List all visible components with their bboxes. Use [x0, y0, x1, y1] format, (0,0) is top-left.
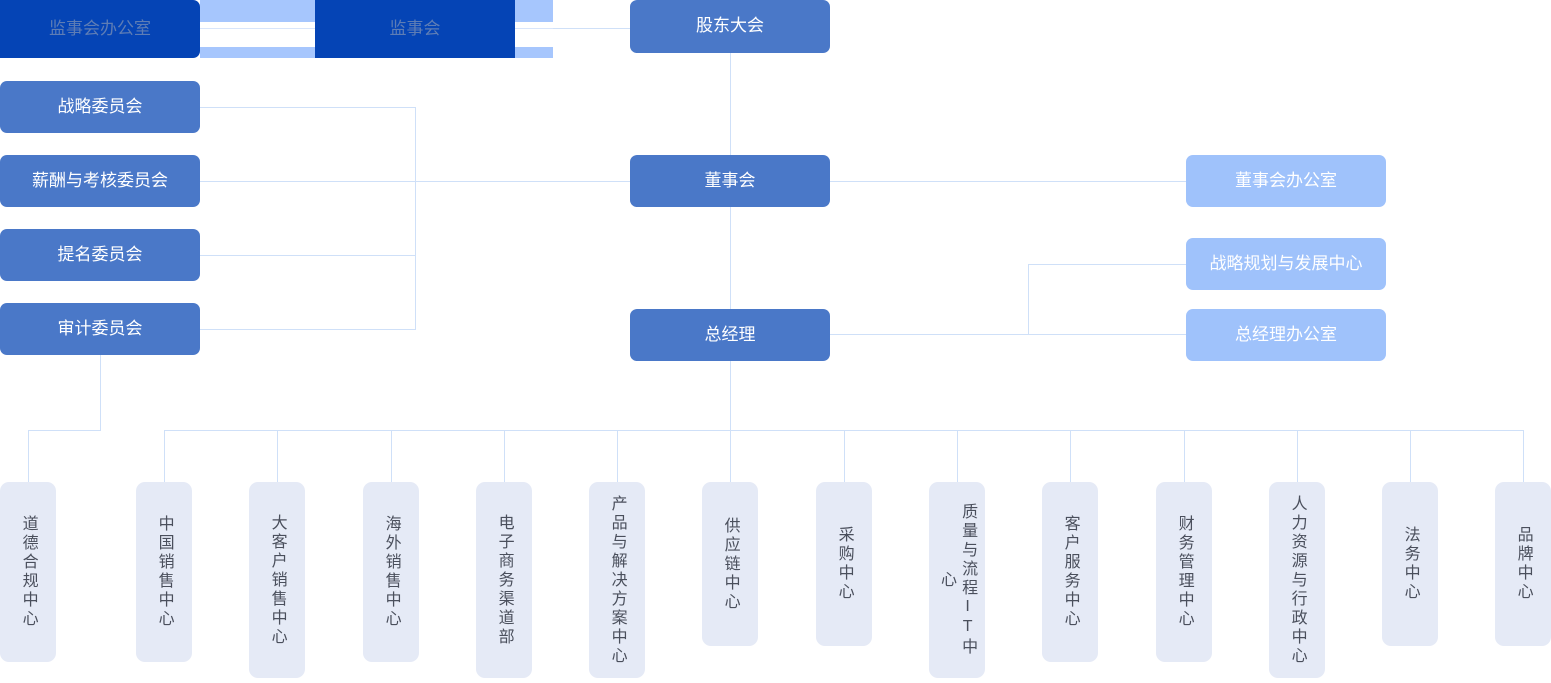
node-supervisory-office[interactable]: 监事会办公室 — [0, 0, 200, 58]
connector-ethics-drop — [28, 430, 29, 482]
node-dept-supply-chain[interactable]: 供应链中心 — [702, 482, 758, 646]
connector-dept-drop — [844, 430, 845, 482]
connector-committee-2 — [200, 181, 416, 182]
connector-dept-drop — [1297, 430, 1298, 482]
connector-shareholders-to-board — [730, 53, 731, 155]
node-strategy-planning-development-center[interactable]: 战略规划与发展中心 — [1186, 238, 1386, 290]
node-dept-ethics-compliance[interactable]: 道德合规中心 — [0, 482, 56, 662]
node-dept-ecommerce-channel[interactable]: 电子商务渠道部 — [476, 482, 532, 678]
node-dept-key-account-sales[interactable]: 大客户销售中心 — [249, 482, 305, 678]
node-board-office[interactable]: 董事会办公室 — [1186, 155, 1386, 207]
node-dept-product-solutions[interactable]: 产品与解决方案中心 — [589, 482, 645, 678]
connector-dept-drop — [957, 430, 958, 482]
connector-board-to-board-office — [830, 181, 1186, 182]
connector-gm-to-dept-bus — [730, 361, 731, 431]
ribbon-hairline — [200, 28, 318, 29]
connector-gm-strategy-riser — [1028, 264, 1029, 335]
connector-dept-drop — [1070, 430, 1071, 482]
node-committee-nomination[interactable]: 提名委员会 — [0, 229, 200, 281]
node-dept-quality-process-it[interactable]: 质量与流程IT中心 — [929, 482, 985, 678]
connector-gm-to-gm-office — [830, 334, 1186, 335]
ribbon-decoration-left — [200, 0, 318, 58]
connector-dept-drop — [504, 430, 505, 482]
connector-dept-drop — [730, 430, 731, 482]
connector-dept-drop — [391, 430, 392, 482]
connector-committee-3 — [200, 255, 416, 256]
connector-dept-drop — [1410, 430, 1411, 482]
ribbon-hairline — [515, 28, 553, 29]
node-shareholders-meeting[interactable]: 股东大会 — [630, 0, 830, 53]
node-dept-china-sales[interactable]: 中国销售中心 — [136, 482, 192, 662]
node-committee-compensation[interactable]: 薪酬与考核委员会 — [0, 155, 200, 207]
node-supervisory-board[interactable]: 监事会 — [315, 0, 515, 58]
node-dept-brand[interactable]: 品牌中心 — [1495, 482, 1551, 646]
connector-dept-drop — [1523, 430, 1524, 482]
connector-audit-drop — [100, 355, 101, 431]
node-dept-legal-affairs[interactable]: 法务中心 — [1382, 482, 1438, 646]
node-board-of-directors[interactable]: 董事会 — [630, 155, 830, 207]
connector-committee-1 — [200, 107, 416, 108]
connector-committee-4 — [200, 329, 416, 330]
connector-dept-drop — [1184, 430, 1185, 482]
node-dept-customer-service[interactable]: 客户服务中心 — [1042, 482, 1098, 662]
committee-vertical-bus — [415, 107, 416, 329]
node-dept-hr-administration[interactable]: 人力资源与行政中心 — [1269, 482, 1325, 678]
node-committee-audit[interactable]: 审计委员会 — [0, 303, 200, 355]
connector-supervisory-to-shareholders — [553, 28, 630, 29]
connector-dept-drop — [164, 430, 165, 482]
node-dept-overseas-sales[interactable]: 海外销售中心 — [363, 482, 419, 662]
ribbon-gap — [200, 22, 318, 47]
node-general-manager[interactable]: 总经理 — [630, 309, 830, 361]
connector-dept-drop — [277, 430, 278, 482]
ribbon-decoration-right — [515, 0, 553, 58]
connector-board-to-gm — [730, 207, 731, 309]
connector-dept-drop — [617, 430, 618, 482]
connector-audit-to-ethics — [28, 430, 101, 431]
node-committee-strategy[interactable]: 战略委员会 — [0, 81, 200, 133]
ribbon-gap — [515, 22, 553, 47]
node-general-manager-office[interactable]: 总经理办公室 — [1186, 309, 1386, 361]
node-dept-finance-management[interactable]: 财务管理中心 — [1156, 482, 1212, 662]
node-dept-procurement[interactable]: 采购中心 — [816, 482, 872, 646]
connector-gm-to-strategy-center — [1028, 264, 1186, 265]
connector-board-to-committee-bus — [415, 181, 630, 182]
